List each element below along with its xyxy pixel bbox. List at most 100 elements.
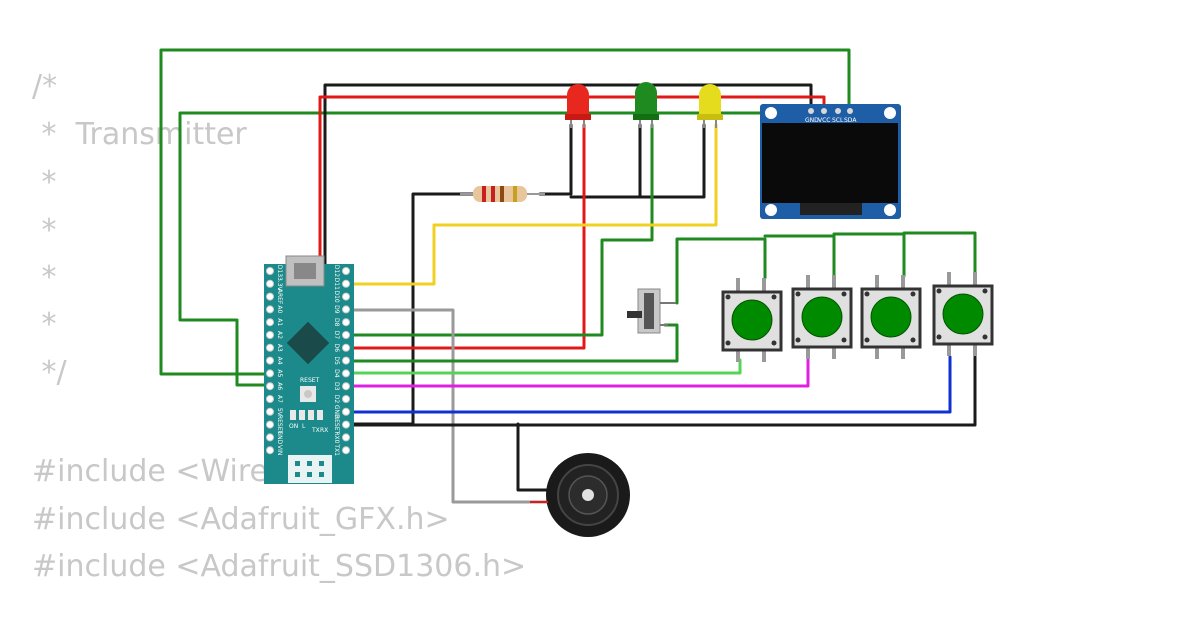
push-button-1[interactable] (721, 278, 783, 362)
nano-pin-label: A6 (276, 382, 283, 390)
nano-pin-label: RX0 (333, 431, 340, 443)
nano-pin-top[interactable] (342, 331, 350, 339)
nano-pin-label: D3 (333, 382, 340, 391)
nano-pin-bottom[interactable] (266, 279, 274, 288)
slide-switch[interactable] (627, 288, 676, 334)
nano-pin-bottom[interactable] (266, 382, 274, 391)
nano-pin-top[interactable] (342, 446, 350, 455)
icsp-pin (295, 461, 300, 466)
nano-pin-top[interactable] (342, 382, 350, 391)
push-button-4[interactable] (932, 272, 994, 356)
nano-pin-label: RESET (276, 415, 283, 435)
wire-green-button3[interactable] (832, 232, 906, 278)
oled-hole (765, 107, 777, 119)
oled-hole (884, 107, 896, 119)
wire-green-led[interactable] (344, 123, 654, 337)
wire-lightgreen-button1[interactable] (344, 358, 742, 375)
nano-pin-bottom[interactable] (266, 343, 274, 352)
wire-green-button2[interactable] (763, 234, 836, 278)
nano-pin-bottom[interactable] (266, 331, 274, 339)
nano-pin-label: D9 (333, 305, 340, 314)
nano-pin-top[interactable] (342, 343, 350, 352)
nano-pin-label: D10 (333, 290, 340, 302)
nano-pin-top[interactable] (342, 318, 350, 327)
oled-label-gnd: GND (805, 117, 819, 124)
nano-pin-label: A3 (276, 344, 283, 352)
nano-pin-bottom[interactable] (266, 420, 274, 429)
nano-pin-label: A4 (276, 357, 283, 365)
led-label-rx: RX (320, 427, 328, 434)
nano-pin-top[interactable] (342, 356, 350, 365)
mcu-chip (286, 321, 330, 365)
oled-display: GND VCC SCL SDA (760, 104, 901, 219)
nano-pin-label: VIN (276, 445, 283, 455)
red-led[interactable] (565, 84, 591, 128)
nano-pin-top[interactable] (342, 305, 350, 314)
resistor[interactable] (460, 186, 545, 202)
nano-pin-label: GND (276, 431, 283, 445)
wire-black-led-yellow[interactable] (638, 123, 706, 199)
nano-pin-top[interactable] (342, 420, 350, 429)
buzzer[interactable] (530, 453, 630, 537)
icsp-pin (307, 461, 312, 466)
nano-pin-top[interactable] (342, 407, 350, 416)
nano-pin-label: D6 (333, 344, 340, 353)
nano-pin-bottom[interactable] (266, 267, 274, 275)
wire-black-buzzer[interactable] (516, 422, 552, 492)
icsp-pin (319, 461, 324, 466)
nano-pin-bottom[interactable] (266, 292, 274, 301)
arduino-nano: RESET ON L TX RX D12D13D113.3VD10AREFD9A… (264, 255, 354, 484)
oled-pin-scl[interactable] (835, 108, 841, 114)
wire-gray-buzzer[interactable] (344, 308, 550, 504)
code-line-include-ssd1306: #include <Adafruit_SSD1306.h> (32, 549, 527, 584)
nano-pin-label: D4 (333, 369, 340, 378)
nano-pin-bottom[interactable] (266, 407, 274, 416)
nano-pin-bottom[interactable] (266, 305, 274, 314)
nano-pin-top[interactable] (342, 395, 350, 403)
nano-pin-bottom[interactable] (266, 433, 274, 442)
nano-pin-top[interactable] (342, 433, 350, 442)
nano-pin-label: A2 (276, 331, 283, 339)
reset-label: RESET (300, 377, 320, 384)
wire-green-buttons-rail[interactable] (675, 237, 767, 305)
nano-pin-label: A0 (276, 305, 283, 313)
red-led-body (567, 84, 589, 118)
code-line-7: */ (32, 355, 67, 390)
wire-black-led-green[interactable] (569, 123, 642, 199)
led-label-tx: TX (311, 427, 320, 434)
wire-red-led[interactable] (344, 123, 586, 350)
nano-pin-top[interactable] (342, 292, 350, 301)
oled-pin-sda[interactable] (847, 108, 853, 114)
icsp-pin (307, 472, 312, 477)
wire-green-button4[interactable] (902, 231, 977, 274)
yellow-led[interactable] (697, 84, 723, 128)
nano-pin-bottom[interactable] (266, 369, 274, 378)
wire-blue-button4[interactable] (344, 355, 952, 414)
push-button-2[interactable] (791, 275, 853, 359)
wire-green-sda[interactable] (159, 48, 851, 376)
code-line-3: * (32, 165, 57, 200)
nano-pin-bottom[interactable] (266, 318, 274, 327)
nano-pin-label: TX1 (333, 443, 340, 456)
wire-green-switch[interactable] (344, 323, 679, 363)
wire-black-button-gnd[interactable] (344, 355, 977, 427)
nano-pin-label: AREF (276, 289, 283, 305)
wire-black-led-common[interactable] (538, 123, 573, 196)
oled-pin-vcc[interactable] (821, 108, 827, 114)
nano-pin-top[interactable] (342, 267, 350, 275)
oled-label-scl: SCL (832, 117, 844, 124)
nano-pin-bottom[interactable] (266, 395, 274, 403)
wire-yellow-led[interactable] (344, 123, 718, 286)
wire-magenta-button2[interactable] (344, 358, 810, 388)
nano-pin-top[interactable] (342, 279, 350, 288)
green-led-body (635, 82, 657, 118)
nano-pin-label: D7 (333, 331, 340, 340)
push-button-3[interactable] (860, 275, 922, 359)
green-led[interactable] (633, 82, 659, 128)
nano-pin-bottom[interactable] (266, 356, 274, 365)
nano-pin-top[interactable] (342, 369, 350, 378)
nano-pin-bottom[interactable] (266, 446, 274, 455)
icsp-pin (319, 472, 324, 477)
oled-pin-gnd[interactable] (808, 108, 814, 114)
